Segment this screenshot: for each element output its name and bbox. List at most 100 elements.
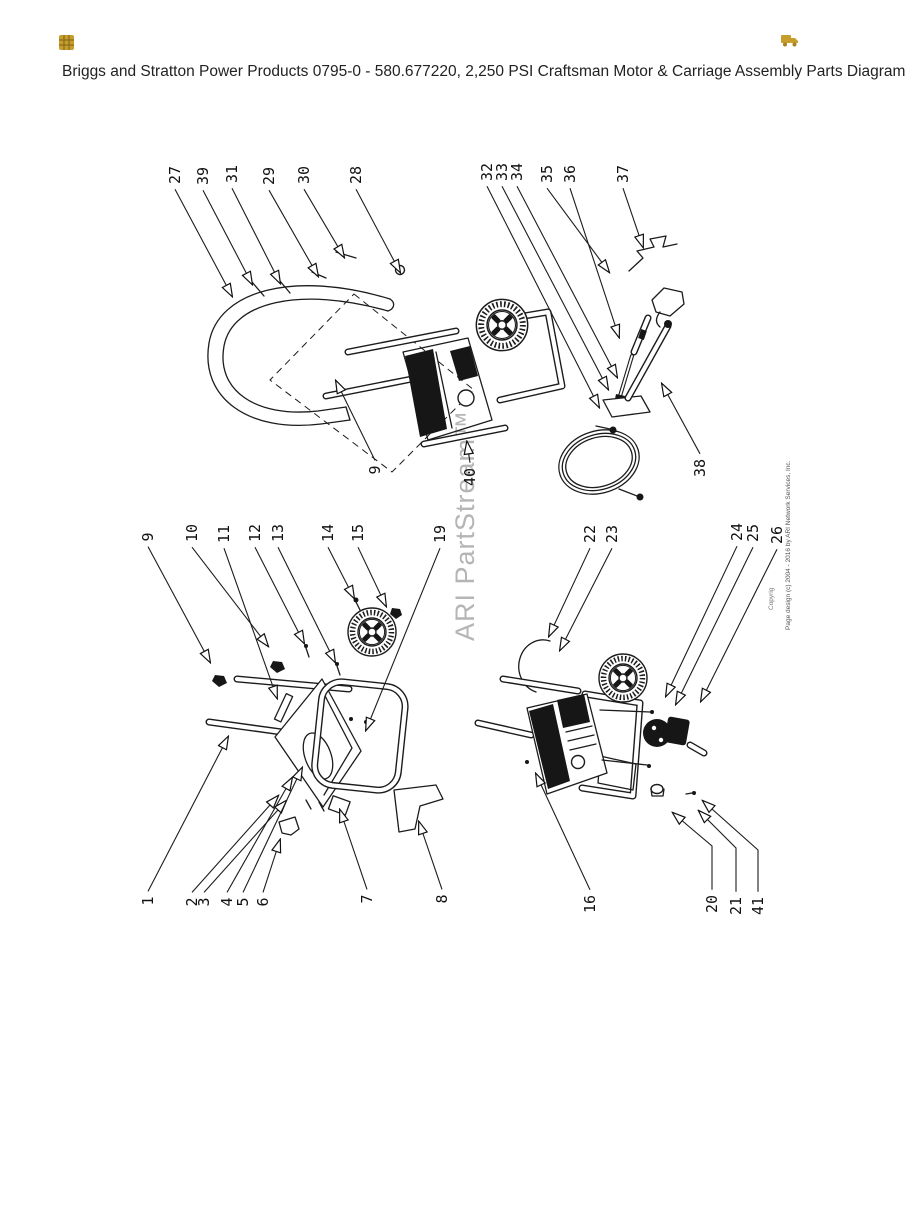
- plate-hole: [302, 732, 334, 780]
- pump-body: [643, 719, 671, 747]
- callout-label: 33: [493, 163, 511, 181]
- callout-27[interactable]: 27: [166, 166, 232, 296]
- callout-30[interactable]: 30: [295, 166, 344, 257]
- truck-icon[interactable]: [780, 32, 800, 53]
- callout-37[interactable]: 37: [614, 165, 643, 247]
- oil-cap-part: [650, 783, 664, 795]
- callout-13[interactable]: 13: [269, 524, 335, 662]
- callout-label: 28: [347, 166, 365, 184]
- callout-24[interactable]: 24: [666, 523, 746, 696]
- callout-7[interactable]: 7: [340, 810, 376, 904]
- callout-label: 12: [246, 524, 264, 542]
- callout-38[interactable]: 38: [662, 384, 709, 477]
- wheel-middle: [348, 608, 396, 656]
- callout-5[interactable]: 5: [234, 768, 302, 907]
- handle-tube-outer: [207, 285, 391, 426]
- callout-8[interactable]: 8: [419, 822, 451, 904]
- plate-screws: [305, 799, 325, 812]
- support-bracket-part: [393, 784, 444, 833]
- leader-line: [673, 813, 713, 890]
- lance-tube: [625, 323, 671, 401]
- callout-9[interactable]: 9: [336, 381, 384, 475]
- callout-3[interactable]: 3: [195, 801, 286, 907]
- callout-label: 6: [254, 897, 272, 906]
- leader-line: [223, 548, 277, 698]
- callout-15[interactable]: 15: [349, 524, 386, 606]
- callout-11[interactable]: 11: [215, 525, 277, 698]
- callout-41[interactable]: 41: [703, 801, 767, 915]
- handle-tube-inner: [222, 298, 389, 413]
- bracket-part-11: [273, 692, 294, 723]
- leader-line: [560, 547, 613, 650]
- callout-25[interactable]: 25: [676, 524, 762, 704]
- leader-line: [536, 774, 591, 891]
- callout-26[interactable]: 26: [701, 526, 786, 701]
- leader-line: [340, 810, 368, 890]
- callout-label: 2: [183, 897, 201, 906]
- hose-coil: [558, 429, 640, 495]
- callout-label: 30: [295, 166, 313, 184]
- nut-part-9: [212, 675, 227, 687]
- leader-line: [366, 547, 441, 730]
- callout-14[interactable]: 14: [319, 524, 354, 598]
- u-frame-tube: [312, 679, 408, 793]
- screw-part: [279, 280, 291, 294]
- callout-29[interactable]: 29: [260, 167, 318, 276]
- leader-line: [357, 546, 386, 606]
- callout-16[interactable]: 16: [536, 774, 599, 913]
- callout-label: 8: [433, 894, 451, 903]
- callout-28[interactable]: 28: [347, 166, 400, 272]
- leader-line: [203, 801, 286, 893]
- callout-22[interactable]: 22: [549, 525, 599, 636]
- callout-label: 21: [727, 897, 745, 915]
- callout-label: 34: [508, 163, 526, 181]
- cap-nut-part-15: [390, 608, 402, 619]
- leader-line: [486, 185, 599, 407]
- leader-line: [569, 188, 619, 337]
- callout-34[interactable]: 34: [508, 163, 617, 377]
- callout-label: 9: [139, 532, 157, 541]
- callout-label: 24: [728, 523, 746, 541]
- callout-23[interactable]: 23: [560, 525, 621, 650]
- callout-19[interactable]: 19: [366, 525, 449, 730]
- leader-line: [242, 768, 302, 893]
- callout-33[interactable]: 33: [493, 163, 608, 389]
- copyright-text: Page design (c) 2004 - 2016 by ARI Netwo…: [785, 460, 792, 630]
- callout-36[interactable]: 36: [561, 165, 619, 337]
- callout-31[interactable]: 31: [223, 165, 280, 283]
- callout-39[interactable]: 39: [194, 167, 252, 284]
- callout-21[interactable]: 21: [699, 811, 745, 915]
- callout-32[interactable]: 32: [478, 163, 599, 407]
- callout-20[interactable]: 20: [673, 813, 721, 913]
- leader-line: [254, 546, 304, 643]
- callout-9[interactable]: 9: [139, 532, 210, 662]
- lock-pin-part: [335, 251, 357, 259]
- leader-line: [191, 796, 278, 893]
- carriage-frame-view: [205, 597, 444, 836]
- callout-label: 29: [260, 167, 278, 185]
- callout-2[interactable]: 2: [183, 796, 278, 907]
- copyright-fragment: Copyrig: [768, 587, 775, 610]
- callout-label: 39: [194, 167, 212, 185]
- callout-6[interactable]: 6: [254, 840, 280, 907]
- leader-line: [303, 188, 344, 257]
- callout-label: 27: [166, 166, 184, 184]
- callout-35[interactable]: 35: [538, 165, 609, 272]
- leader-line: [262, 840, 280, 893]
- callout-1[interactable]: 1: [139, 737, 228, 906]
- leader-line: [676, 546, 754, 704]
- callout-40[interactable]: 40: [461, 442, 479, 486]
- engine-pump-view: [474, 639, 708, 800]
- callout-4[interactable]: 4: [218, 778, 292, 907]
- pump-head: [664, 716, 690, 746]
- callout-label: 41: [749, 897, 767, 915]
- callout-label: 20: [703, 895, 721, 913]
- leader-line: [277, 546, 335, 662]
- callout-label: 15: [349, 524, 367, 542]
- grid-icon[interactable]: [58, 34, 75, 56]
- callout-12[interactable]: 12: [246, 524, 304, 643]
- callout-10[interactable]: 10: [183, 524, 268, 646]
